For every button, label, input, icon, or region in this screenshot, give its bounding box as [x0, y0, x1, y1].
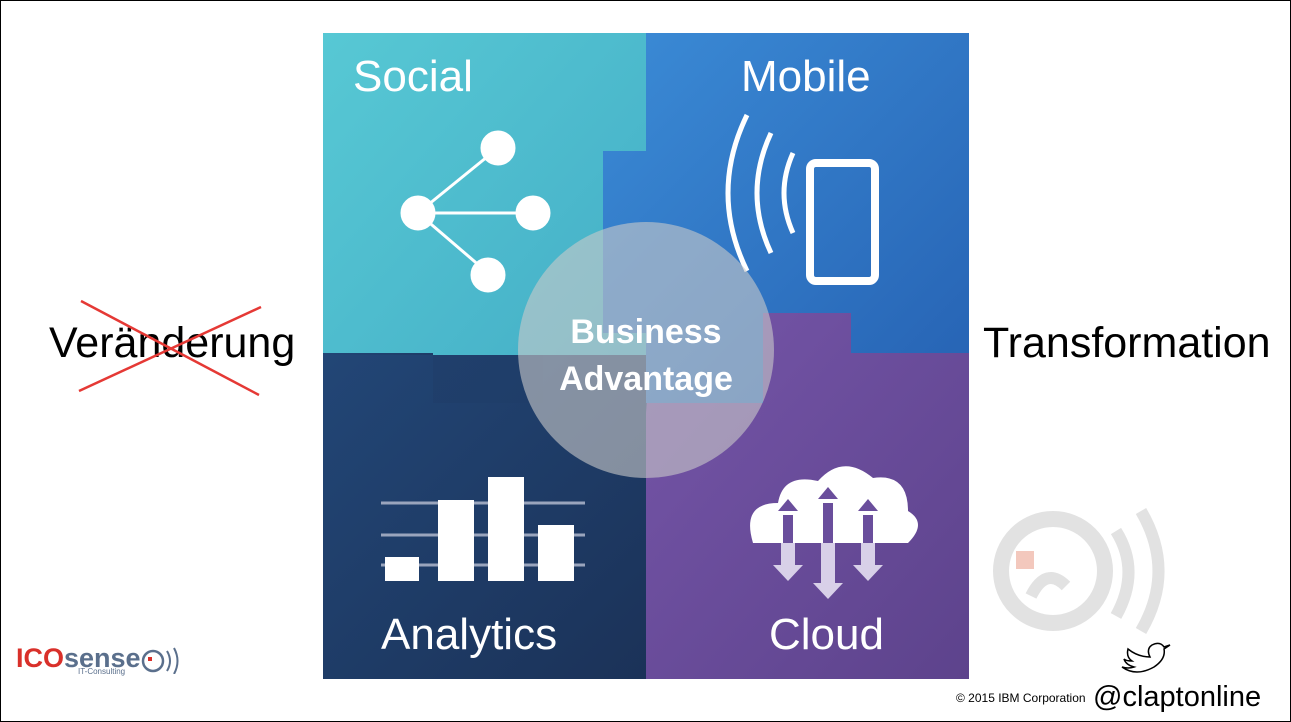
logo-tagline: IT-Consulting — [78, 667, 126, 676]
center-label-line2: Advantage — [559, 360, 733, 398]
logo-signal-icon — [141, 647, 179, 674]
logo-ico: ICO — [16, 643, 65, 673]
center-circle — [518, 222, 774, 478]
cloud-icon — [750, 466, 918, 599]
twitter-bird-icon — [1121, 642, 1171, 673]
share-icon — [400, 130, 551, 293]
copyright-text: © 2015 IBM Corporation — [956, 691, 1086, 705]
cross-out-mark — [78, 299, 262, 397]
bar-chart-icon — [381, 477, 585, 581]
cloud-label: Cloud — [769, 610, 884, 659]
mobile-phone-icon — [725, 113, 879, 285]
business-advantage-puzzle: Social Mobile Analytics Cloud Business A… — [323, 33, 969, 679]
analytics-label: Analytics — [381, 610, 557, 659]
watermark-logo — [993, 507, 1165, 635]
mobile-label: Mobile — [741, 52, 871, 101]
logo-sense: sense — [64, 643, 141, 673]
target-word: Transformation — [983, 319, 1271, 367]
social-label: Social — [353, 52, 473, 101]
center-label-line1: Business — [570, 313, 721, 351]
crossed-out-word: Veränderung — [49, 319, 296, 367]
twitter-handle: @claptonline — [1093, 681, 1262, 713]
